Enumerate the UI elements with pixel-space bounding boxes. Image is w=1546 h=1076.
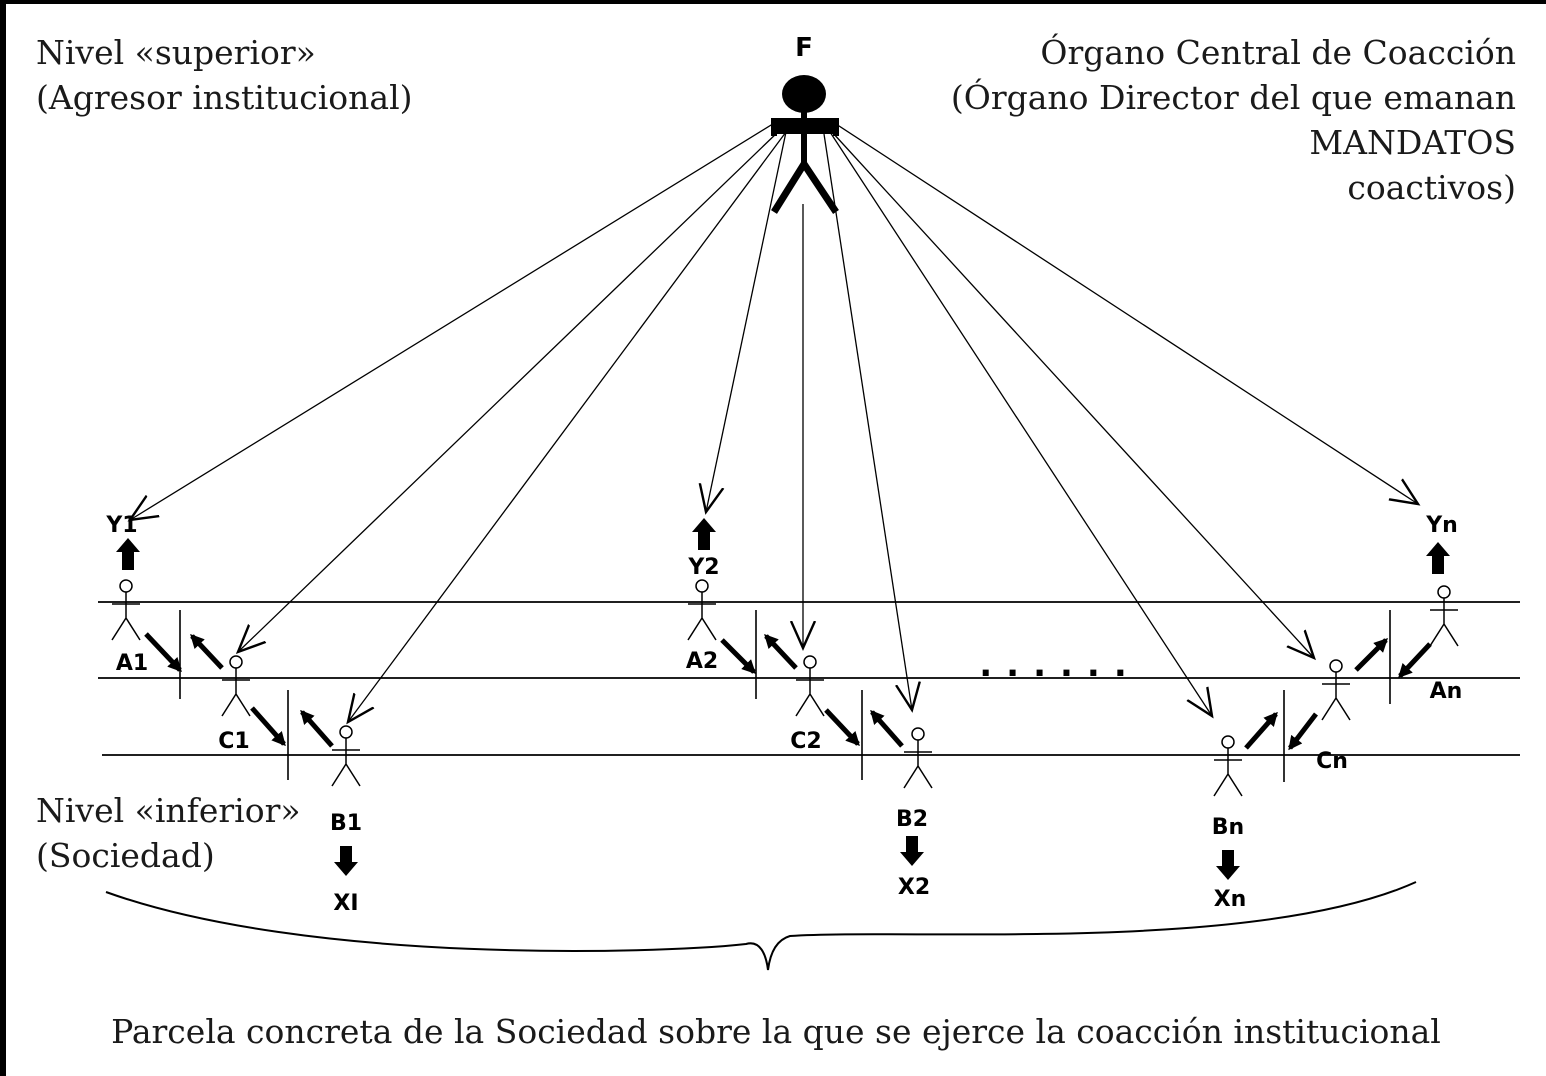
- central-figure-f: [771, 75, 839, 214]
- label-bn: Bn: [1212, 815, 1244, 840]
- label-y2: Y2: [687, 555, 719, 580]
- lower-level-label: Nivel «inferior» (Sociedad): [36, 788, 301, 878]
- mandate-arrows: [130, 121, 1418, 722]
- label-b1: B1: [330, 811, 362, 836]
- central-organ-label: Órgano Central de Coacción (Órgano Direc…: [951, 30, 1516, 210]
- lower-level-title: Nivel «inferior»: [36, 791, 301, 830]
- label-a1: A1: [116, 651, 148, 676]
- label-b2: B2: [896, 807, 928, 832]
- label-x2: X2: [898, 875, 930, 900]
- figure-b2: [903, 727, 933, 789]
- figure-cn: [1321, 659, 1351, 721]
- upper-level-subtitle: (Agresor institucional): [36, 78, 413, 117]
- label-c1: C1: [218, 729, 249, 754]
- label-a2: A2: [686, 649, 718, 674]
- label-y1: Y1: [105, 513, 137, 538]
- ellipsis-dots: ......: [979, 645, 1141, 685]
- central-organ-desc-1: (Órgano Director del que emanan: [950, 78, 1516, 117]
- label-an: An: [1430, 679, 1463, 704]
- figure-a1: [111, 579, 141, 641]
- upper-level-label: Nivel «superior» (Agresor institucional): [36, 30, 413, 120]
- label-c2: C2: [790, 729, 821, 754]
- coercion-diagram: F: [98, 33, 1520, 971]
- separator-ticks: [179, 610, 1391, 782]
- diagram-canvas: Nivel «superior» (Agresor institucional)…: [6, 4, 1546, 1076]
- figure-a2: [687, 579, 717, 641]
- label-xn: Xn: [1214, 887, 1247, 912]
- figure-labels: Y1 Y2 Yn A1 A2 An C1 C2 Cn B1 B2 Bn XI X…: [105, 513, 1462, 916]
- central-organ-title: Órgano Central de Coacción: [1040, 33, 1516, 72]
- upper-level-title: Nivel «superior»: [36, 33, 316, 72]
- figure-c1: [221, 655, 251, 717]
- central-organ-desc-2: MANDATOS: [1309, 123, 1516, 162]
- figure-c2: [795, 655, 825, 717]
- figure-bn: [1213, 735, 1243, 797]
- label-f: F: [795, 33, 813, 63]
- label-x1: XI: [333, 891, 358, 916]
- label-yn: Yn: [1425, 513, 1458, 538]
- central-organ-desc-3: coactivos): [1347, 168, 1516, 207]
- stick-figures: [111, 579, 1459, 797]
- figure-b1: [331, 725, 361, 787]
- society-brace: [105, 881, 1417, 971]
- lower-level-subtitle: (Sociedad): [36, 836, 215, 875]
- interaction-arrows: [144, 632, 1432, 751]
- figure-an: [1429, 585, 1459, 647]
- label-cn: Cn: [1316, 749, 1348, 774]
- diagram-caption: Parcela concreta de la Sociedad sobre la…: [111, 1012, 1441, 1051]
- outcome-arrows: [116, 518, 1450, 880]
